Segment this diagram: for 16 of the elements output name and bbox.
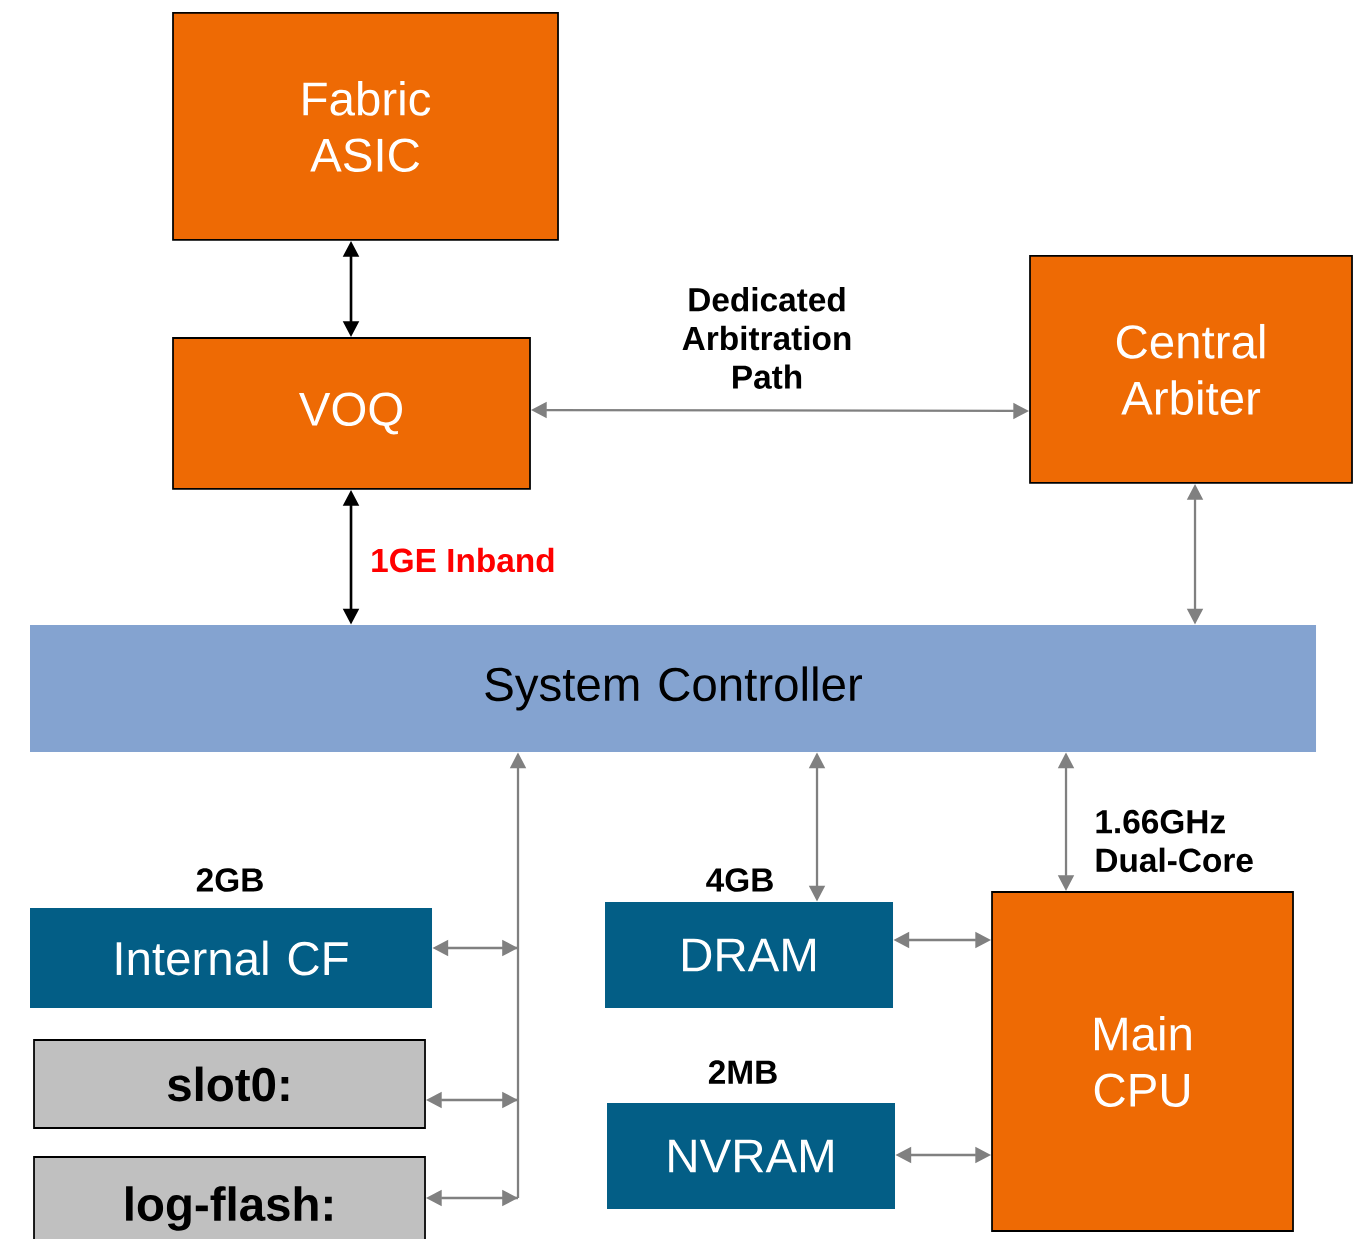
chip-box: Central Arbiter [1029, 255, 1353, 484]
memory-box: DRAM [605, 902, 893, 1008]
memory-box: NVRAM [607, 1103, 895, 1209]
memory-box: Internal CF [30, 908, 432, 1008]
edge-label: Dedicated Arbitration Path [682, 287, 851, 389]
chip-box: VOQ [172, 337, 531, 490]
size-label: 4GB [706, 868, 773, 892]
chip-box: Fabric ASIC [172, 12, 559, 241]
controller-band: System Controller [30, 625, 1316, 752]
storage-box: slot0: [33, 1039, 426, 1129]
storage-box: log-flash: [33, 1156, 426, 1239]
edge-label: 1GE Inband [372, 547, 554, 573]
size-label: 2GB [196, 868, 263, 892]
size-label: 1.66GHz Dual-Core [1096, 809, 1253, 873]
size-label: 2MB [708, 1060, 777, 1084]
processor-box: Main CPU [991, 891, 1294, 1232]
